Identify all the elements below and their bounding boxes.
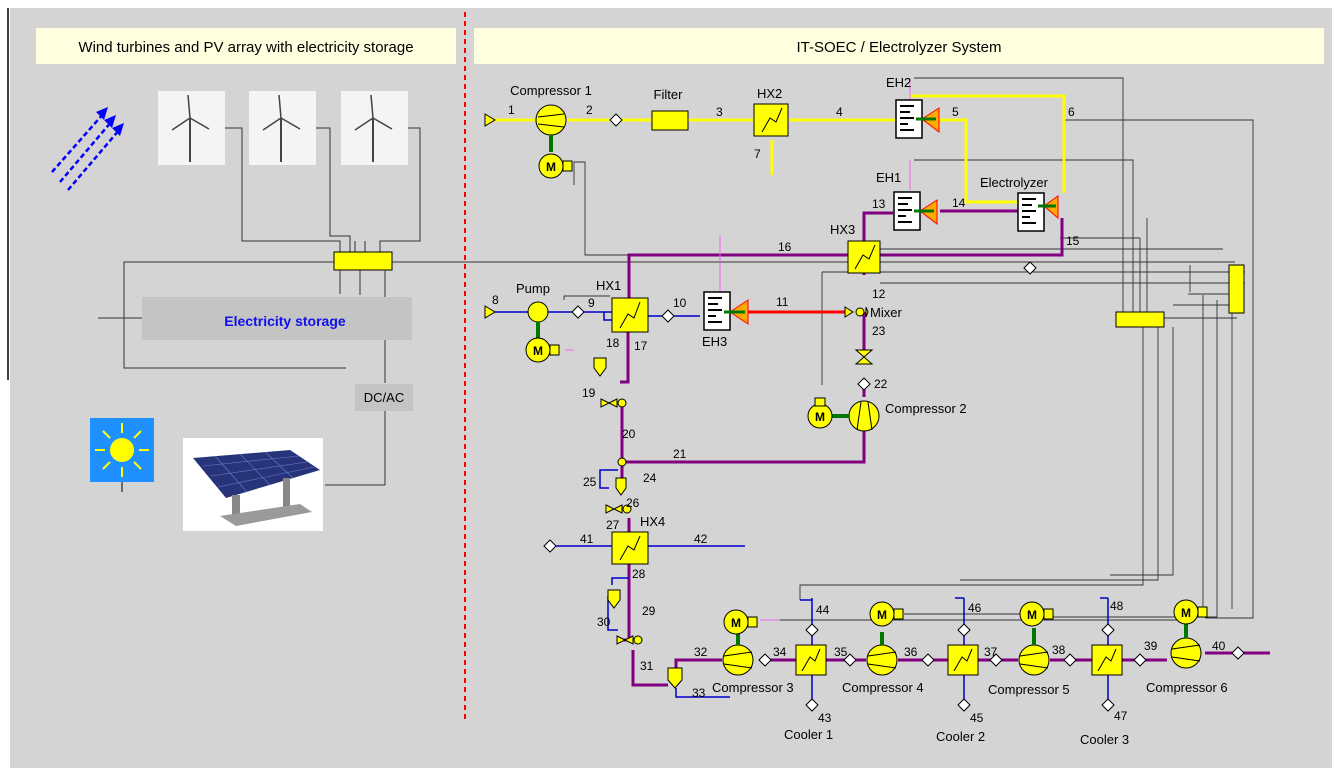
compressor-4-label: Compressor 4: [842, 680, 924, 695]
stream-3: 3: [716, 105, 723, 119]
stream-9: 9: [588, 296, 595, 310]
stream-41: 41: [580, 532, 594, 546]
svg-text:M: M: [731, 616, 741, 630]
stream-40: 40: [1212, 639, 1226, 653]
stream-36: 36: [904, 645, 918, 659]
stream-22: 22: [874, 377, 888, 391]
svg-text:M: M: [815, 410, 825, 424]
stream-25: 25: [583, 475, 597, 489]
cooler-2-label: Cooler 2: [936, 729, 985, 744]
stream-19: 19: [582, 386, 596, 400]
cooler-3-label: Cooler 3: [1080, 732, 1129, 747]
stream-11: 11: [776, 295, 789, 309]
filter-label: Filter: [654, 87, 684, 102]
cooler-1-label: Cooler 1: [784, 727, 833, 742]
stream-42: 42: [694, 532, 708, 546]
stream-48: 48: [1110, 599, 1124, 613]
stream-21: 21: [673, 447, 687, 461]
stream-4: 4: [836, 105, 843, 119]
cooler-2: [948, 645, 978, 675]
svg-text:M: M: [1027, 608, 1037, 622]
stream-8: 8: [492, 293, 499, 307]
stream-43: 43: [818, 711, 832, 725]
stream-16: 16: [778, 240, 792, 254]
compressor-3-label: Compressor 3: [712, 680, 794, 695]
pv-array-icon: [183, 438, 323, 531]
hx3-label: HX3: [830, 222, 855, 237]
stream-44: 44: [816, 603, 830, 617]
stream-13: 13: [872, 197, 886, 211]
pump-label: Pump: [516, 281, 550, 296]
power-bus-right: [1116, 312, 1164, 327]
sun-icon: [90, 418, 154, 492]
stream-27: 27: [606, 518, 620, 532]
svg-text:M: M: [877, 608, 887, 622]
stream-38: 38: [1052, 643, 1066, 657]
stream-31: 31: [640, 659, 654, 673]
stream-28: 28: [632, 567, 646, 581]
stream-26: 26: [626, 496, 640, 510]
stream-30: 30: [597, 615, 611, 629]
stream-47: 47: [1114, 709, 1128, 723]
stream-32: 32: [694, 645, 708, 659]
compressor-1-label: Compressor 1: [510, 83, 592, 98]
svg-text:M: M: [546, 160, 556, 174]
electrolyzer-label: Electrolyzer: [980, 175, 1049, 190]
hx1-label: HX1: [596, 278, 621, 293]
hx4-label: HX4: [640, 514, 665, 529]
hx2-label: HX2: [757, 86, 782, 101]
left-panel-title: Wind turbines and PV array with electric…: [78, 39, 413, 56]
power-bus-vertical: [1229, 265, 1244, 313]
stream-29: 29: [642, 604, 656, 618]
stream-7: 7: [754, 147, 761, 161]
stream-12: 12: [872, 287, 886, 301]
filter: [652, 111, 688, 130]
power-bus: [334, 252, 392, 270]
stream-17: 17: [634, 339, 648, 353]
dc-ac-label: DC/AC: [364, 390, 404, 405]
stream-20: 20: [622, 427, 636, 441]
stream-37: 37: [984, 645, 998, 659]
junction-24: [618, 458, 626, 466]
stream-10: 10: [673, 296, 687, 310]
stream-18: 18: [606, 336, 620, 350]
stream-23: 23: [872, 324, 886, 338]
cooler-3: [1092, 645, 1122, 675]
stream-46: 46: [968, 601, 982, 615]
wind-turbine-icon: [249, 91, 316, 165]
stream-33: 33: [692, 686, 706, 700]
electricity-storage-label: Electricity storage: [224, 313, 346, 329]
wind-turbine-icon: [341, 91, 408, 165]
stream-35: 35: [834, 645, 848, 659]
stream-15: 15: [1066, 234, 1080, 248]
stream-6: 6: [1068, 105, 1075, 119]
hx2: [754, 104, 788, 136]
eh2-label: EH2: [886, 75, 911, 90]
stream-5: 5: [952, 105, 959, 119]
stream-34: 34: [773, 645, 787, 659]
compressor-6-label: Compressor 6: [1146, 680, 1228, 695]
eh3-label: EH3: [702, 334, 727, 349]
stream-45: 45: [970, 711, 984, 725]
hx1: [612, 298, 648, 332]
stream-1: 1: [508, 103, 515, 117]
stream-14: 14: [952, 196, 966, 210]
svg-text:M: M: [1181, 606, 1191, 620]
svg-text:M: M: [533, 344, 543, 358]
stream-39: 39: [1144, 639, 1158, 653]
mixer-label: Mixer: [870, 305, 902, 320]
eh1-label: EH1: [876, 170, 901, 185]
stream-24: 24: [643, 471, 657, 485]
stream-2: 2: [586, 103, 593, 117]
compressor-2-label: Compressor 2: [885, 401, 967, 416]
hx4: [612, 532, 648, 564]
cooler-1: [796, 645, 826, 675]
compressor-5-label: Compressor 5: [988, 682, 1070, 697]
right-panel-title: IT-SOEC / Electrolyzer System: [796, 39, 1001, 56]
hx3: [848, 241, 880, 273]
wind-turbine-icon: [158, 91, 225, 165]
